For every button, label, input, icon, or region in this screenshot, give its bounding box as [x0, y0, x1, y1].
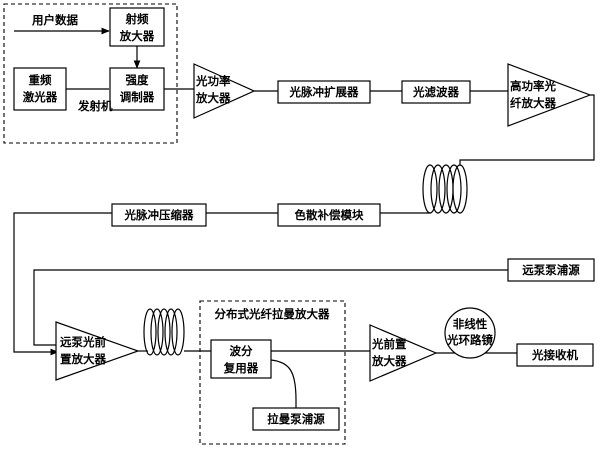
raman-group-label: 分布式光纤拉曼放大器 [215, 307, 330, 321]
laser-line2: 激光器 [23, 90, 58, 104]
power-amp-line2: 放大器 [195, 91, 231, 105]
nolm-circle [444, 307, 496, 359]
raman-pump-label: 拉曼泵浦源 [267, 412, 325, 426]
preamp-line2: 放大器 [371, 354, 407, 368]
raman-pump-box [252, 407, 340, 431]
filter-box [401, 80, 471, 104]
hp-amp-line2: 纤放大器 [510, 96, 556, 110]
transmitter-label: 发射机 [77, 99, 113, 113]
compressor-to-preamp-line [13, 212, 112, 356]
rf-amplifier-box [109, 7, 165, 47]
power-amplifier [193, 63, 256, 119]
preamp-line1: 光前置 [371, 337, 407, 351]
dispersion-label: 色散补偿模块 [295, 208, 364, 222]
power-amp-line1: 光功率 [195, 74, 231, 88]
wdm-line2: 复用器 [223, 361, 259, 375]
remote-pump-preamp [55, 321, 140, 381]
compressor-label: 光脉冲压缩器 [124, 208, 194, 222]
modulator-line1: 强度 [126, 73, 149, 87]
receiver-box [516, 343, 594, 367]
receiver-label: 光接收机 [531, 348, 578, 362]
remote-pump-line [33, 269, 508, 346]
rf-amp-line1: 射频 [125, 12, 149, 26]
stretcher-label: 光脉冲扩展器 [289, 85, 359, 99]
remote-pump-label: 远泵泵浦源 [522, 263, 580, 277]
wdm-box [210, 339, 272, 379]
stretcher-box [277, 80, 371, 104]
nolm-line2: 光环路镜 [446, 333, 493, 347]
high-power-fiber-amplifier [507, 63, 592, 127]
compressor-box [111, 203, 207, 227]
filter-label: 光滤波器 [412, 85, 459, 99]
fiber-spool-1 [422, 164, 468, 214]
modulator-line2: 调制器 [120, 90, 155, 104]
transmitter-group [3, 3, 178, 144]
nolm-line1: 非线性 [453, 317, 488, 331]
optical-preamplifier [369, 324, 438, 382]
fiber-spool-2 [143, 308, 185, 356]
rf-amp-line2: 放大器 [119, 29, 155, 43]
hp-amp-line1: 高功率光 [510, 79, 556, 93]
wdm-line1: 波分 [230, 344, 253, 358]
hp-amp-to-spool-line [459, 94, 595, 165]
remote-preamp-line1: 远泵光前 [60, 335, 106, 349]
dispersion-module-box [277, 203, 381, 227]
raman-pump-line [270, 359, 297, 408]
modulator-box [109, 67, 165, 111]
laser-line1: 重频 [29, 73, 52, 87]
raman-amplifier-group [199, 300, 346, 445]
laser-box [13, 67, 67, 111]
remote-preamp-line2: 置放大器 [60, 352, 106, 366]
user-data-label: 用户数据 [31, 13, 78, 27]
